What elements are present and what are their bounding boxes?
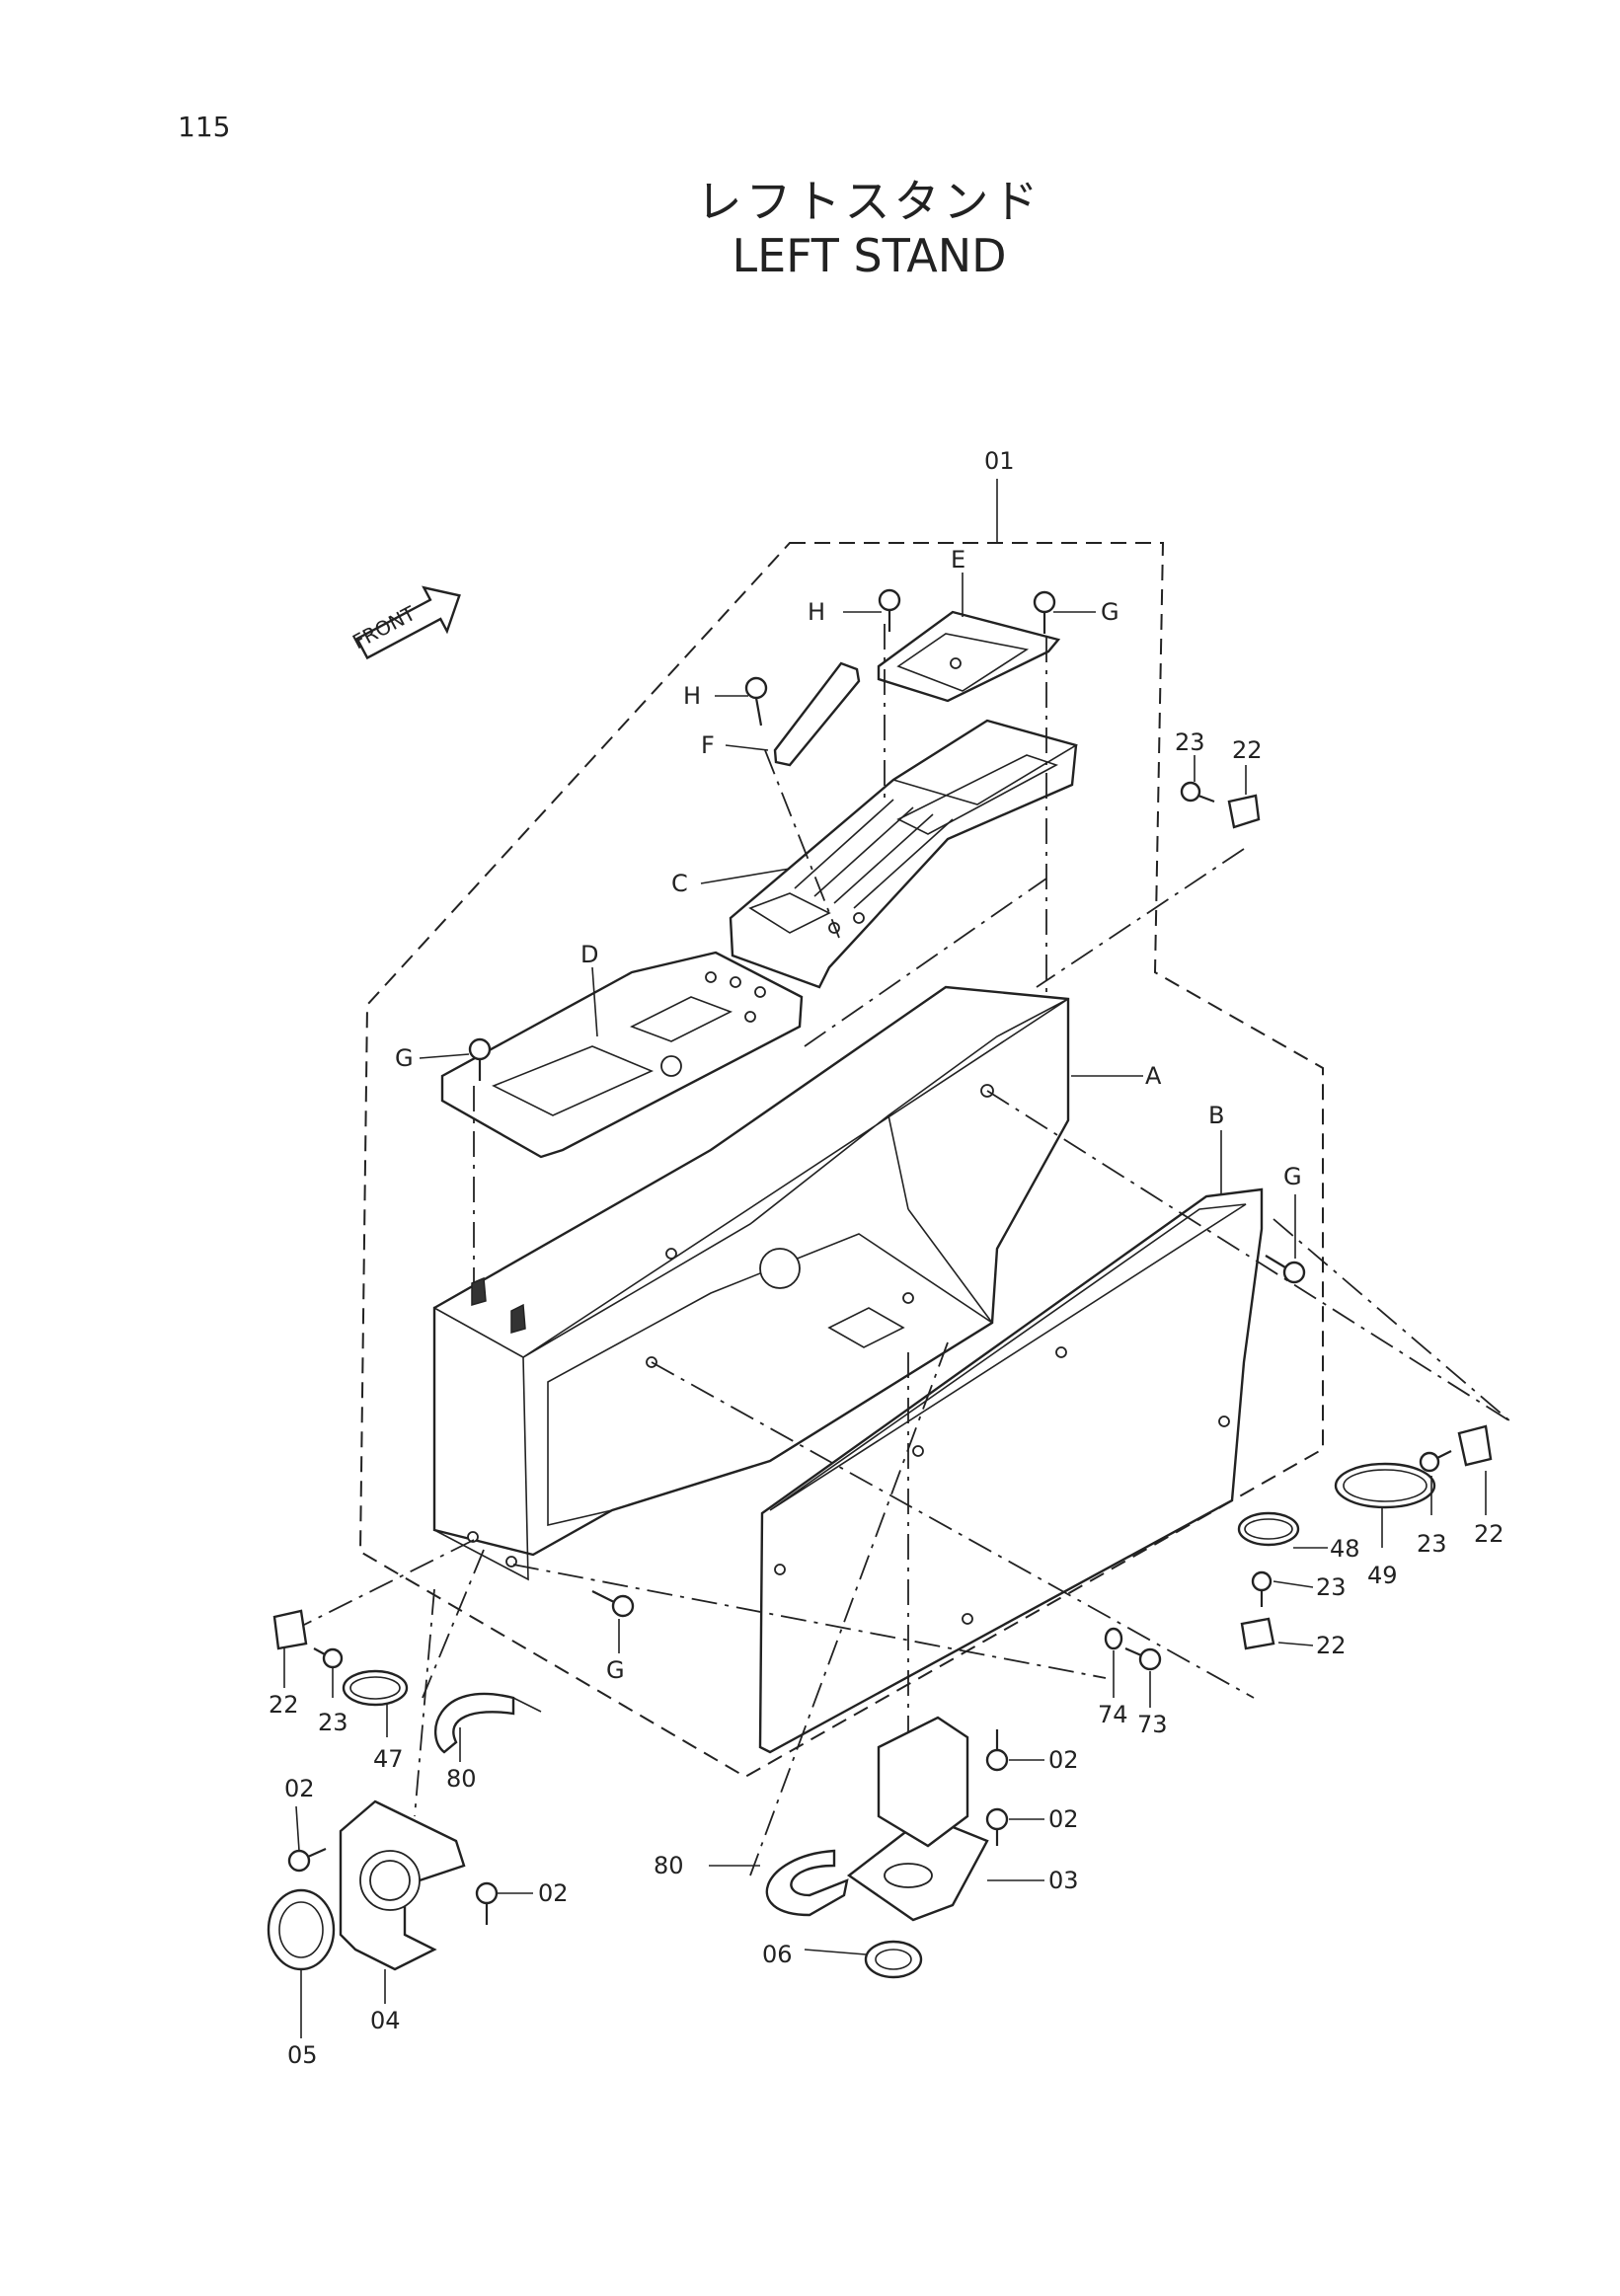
label-73: 73 xyxy=(1137,1711,1168,1738)
bracket-03 xyxy=(846,1716,989,1922)
grommet-icon xyxy=(765,1849,849,1917)
label-h: H xyxy=(683,682,701,710)
label-g: G xyxy=(395,1044,414,1072)
bolt-icon xyxy=(591,1590,635,1618)
label-03: 03 xyxy=(1048,1867,1079,1894)
label-74: 74 xyxy=(1098,1701,1128,1728)
label-02: 02 xyxy=(538,1879,569,1907)
label-h: H xyxy=(808,598,825,626)
label-d: D xyxy=(580,941,598,968)
label-23: 23 xyxy=(1417,1530,1447,1558)
plate-e xyxy=(877,610,1061,703)
page-number: 115 xyxy=(178,111,231,143)
label-05: 05 xyxy=(287,2041,318,2069)
label-b: B xyxy=(1208,1102,1224,1129)
label-22: 22 xyxy=(1316,1632,1347,1659)
clip-icon xyxy=(1240,1617,1275,1650)
bolt-icon xyxy=(1265,1255,1306,1284)
label-01: 01 xyxy=(984,447,1015,475)
label-80: 80 xyxy=(654,1852,684,1879)
label-23: 23 xyxy=(1175,728,1205,756)
label-g: G xyxy=(1283,1163,1302,1190)
label-23: 23 xyxy=(1316,1573,1347,1601)
side-plate-b xyxy=(758,1187,1264,1754)
bolt-icon xyxy=(1124,1646,1162,1671)
screw-icon xyxy=(1251,1570,1273,1607)
clip-icon xyxy=(1457,1424,1493,1467)
label-22: 22 xyxy=(1232,736,1263,764)
label-c: C xyxy=(671,870,688,897)
bolt-icon xyxy=(287,1847,327,1873)
screw-icon xyxy=(1419,1450,1452,1473)
screw-icon xyxy=(1180,781,1215,804)
seal-05 xyxy=(267,1888,336,1971)
label-g: G xyxy=(1101,598,1119,626)
bolt-icon xyxy=(744,676,768,727)
plate-f xyxy=(773,661,861,767)
label-49: 49 xyxy=(1367,1562,1398,1589)
label-22: 22 xyxy=(1474,1520,1504,1548)
label-22: 22 xyxy=(269,1691,299,1719)
label-e: E xyxy=(951,546,965,574)
label-04: 04 xyxy=(370,2007,401,2034)
bolt-icon xyxy=(1033,590,1056,634)
panel-d xyxy=(440,951,804,1159)
washer-icon xyxy=(1104,1627,1123,1650)
grommet-icon xyxy=(434,1692,542,1754)
grommet-06 xyxy=(864,1940,923,1979)
label-47: 47 xyxy=(373,1745,404,1773)
clip-icon xyxy=(272,1609,308,1650)
label-02: 02 xyxy=(1048,1746,1079,1774)
label-80: 80 xyxy=(446,1765,477,1793)
stand-body-a xyxy=(432,985,1070,1581)
clip-icon xyxy=(1227,794,1261,829)
label-02: 02 xyxy=(284,1775,315,1802)
front-arrow-icon xyxy=(355,585,461,660)
label-a: A xyxy=(1145,1062,1162,1090)
cover-c xyxy=(729,719,1079,989)
clamp-icon xyxy=(342,1669,409,1707)
label-f: F xyxy=(701,731,715,759)
bolt-icon xyxy=(468,1037,492,1081)
bolt-icon xyxy=(878,588,901,632)
title-japanese: レフトスタンド xyxy=(696,175,1042,228)
screw-icon xyxy=(313,1647,344,1669)
clamp-icon xyxy=(1237,1511,1300,1547)
clamp-icon xyxy=(1334,1462,1436,1509)
bracket-04 xyxy=(339,1799,466,1971)
bolt-icon xyxy=(985,1807,1009,1846)
label-02: 02 xyxy=(1048,1805,1079,1833)
bolt-icon xyxy=(475,1881,499,1925)
title-english: LEFT STAND xyxy=(732,229,1007,282)
label-06: 06 xyxy=(762,1941,793,1968)
bolt-icon xyxy=(985,1729,1009,1772)
label-23: 23 xyxy=(318,1709,348,1736)
label-g: G xyxy=(606,1656,625,1684)
label-48: 48 xyxy=(1330,1535,1360,1563)
assembly-boundary xyxy=(358,542,1324,1779)
